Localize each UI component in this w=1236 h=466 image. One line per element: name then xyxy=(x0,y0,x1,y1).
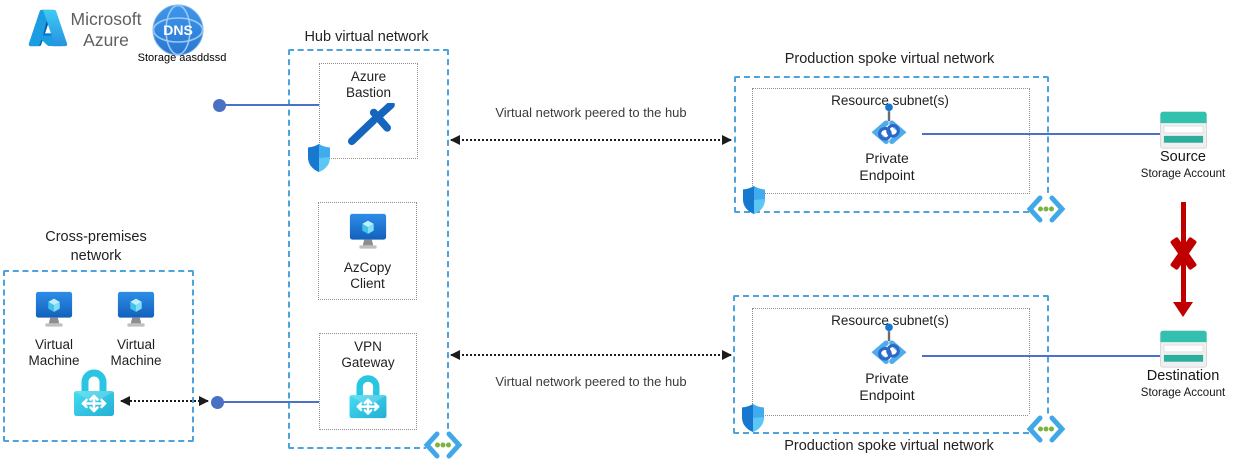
spoke-top-subnet-label: Resource subnet(s) xyxy=(831,93,949,108)
spoke-top-subnet-box xyxy=(752,88,1030,194)
vpn-gateway-icon xyxy=(346,372,390,425)
vpn-connector-line xyxy=(223,401,319,403)
shield-icon xyxy=(306,143,332,173)
brand-text: Microsoft Azure xyxy=(64,9,148,50)
azcopy-box: AzCopy Client xyxy=(318,202,417,300)
storage-account-icon xyxy=(1160,330,1207,368)
peering-bottom-label: Virtual network peered to the hub xyxy=(495,374,687,389)
spoke-bottom-box xyxy=(733,295,1049,434)
destination-storage-type: Storage Account xyxy=(1140,387,1226,399)
shield-icon xyxy=(741,185,767,215)
destination-connector-line xyxy=(922,355,1160,357)
blocked-arrow-head xyxy=(1173,302,1193,317)
spoke-top-endpoint-label: Private Endpoint xyxy=(859,150,915,184)
shield-icon xyxy=(740,403,766,433)
dns-icon-label: DNS xyxy=(163,22,193,38)
virtual-network-icon xyxy=(1026,194,1066,224)
destination-storage-name: Destination xyxy=(1146,368,1220,384)
bastion-connector-line xyxy=(224,104,319,106)
hub-title: Hub virtual network xyxy=(304,29,429,45)
bastion-icon xyxy=(342,101,396,152)
virtual-machine-icon xyxy=(33,290,75,335)
azure-logo-icon xyxy=(27,5,69,51)
source-storage-type: Storage Account xyxy=(1140,168,1226,180)
azcopy-label: AzCopy Client xyxy=(343,260,392,292)
bastion-label: Azure Bastion xyxy=(345,69,392,101)
connector-endpoint-dot xyxy=(211,396,224,409)
virtual-machine-icon xyxy=(115,290,157,335)
source-connector-line xyxy=(922,133,1160,135)
peering-arrow-bottom xyxy=(450,350,732,360)
dns-icon: DNS xyxy=(152,4,204,56)
hub-box xyxy=(288,49,449,449)
cross-premises-title: Cross-premises network xyxy=(45,229,147,264)
spoke-bottom-subnet-label: Resource subnet(s) xyxy=(831,313,949,328)
arrowhead-left-icon xyxy=(450,135,460,145)
virtual-machine-1: Virtual Machine xyxy=(17,290,91,370)
azcopy-vm-icon xyxy=(346,212,390,257)
source-storage-name: Source xyxy=(1160,149,1206,165)
vpn-gateway-label: VPN Gateway xyxy=(341,339,395,371)
brand-line1: Microsoft xyxy=(70,9,142,29)
bastion-box: Azure Bastion xyxy=(319,63,418,159)
arrowhead-left-icon xyxy=(120,396,130,406)
private-endpoint-icon xyxy=(857,103,921,151)
storage-account-icon xyxy=(1160,111,1207,149)
peering-arrow-top xyxy=(450,135,732,145)
spoke-bottom-endpoint-label: Private Endpoint xyxy=(859,370,915,404)
brand-line2: Azure xyxy=(83,29,129,50)
spoke-bottom-title: Production spoke virtual network xyxy=(784,438,994,454)
local-gateway-lock-icon xyxy=(71,366,117,418)
spoke-top-title: Production spoke virtual network xyxy=(784,51,995,67)
virtual-machine-1-label: Virtual Machine xyxy=(28,337,80,369)
cross-premises-box xyxy=(3,270,194,442)
spoke-bottom-subnet-box xyxy=(752,308,1030,416)
arrowhead-right-icon xyxy=(199,396,209,406)
virtual-machine-2-label: Virtual Machine xyxy=(110,337,162,369)
vpn-gateway-box: VPN Gateway xyxy=(319,333,417,430)
cross-premises-vpn-arrow xyxy=(120,396,209,406)
connector-endpoint-dot xyxy=(213,99,226,112)
dns-caption: Storage aasddssd xyxy=(137,52,227,64)
spoke-top-box xyxy=(734,76,1049,213)
arrowhead-left-icon xyxy=(450,350,460,360)
virtual-network-icon xyxy=(423,430,463,460)
arrowhead-right-icon xyxy=(722,350,732,360)
private-endpoint-icon xyxy=(857,323,921,371)
virtual-machine-2: Virtual Machine xyxy=(99,290,173,370)
virtual-network-icon xyxy=(1026,414,1066,444)
arrowhead-right-icon xyxy=(722,135,732,145)
peering-top-label: Virtual network peered to the hub xyxy=(495,105,687,120)
